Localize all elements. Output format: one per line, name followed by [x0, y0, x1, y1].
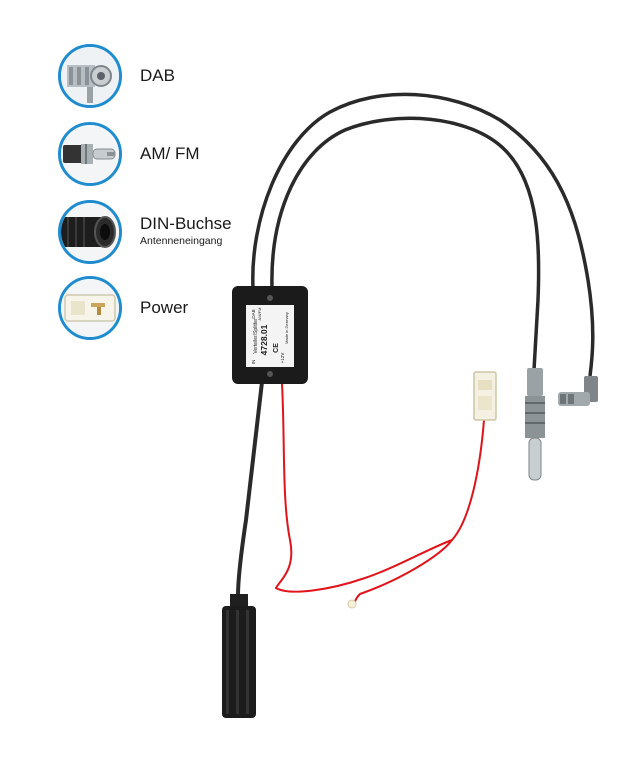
splitter-number: 4728.01 — [259, 324, 269, 355]
legend-label-power: Power — [140, 298, 189, 317]
power-plug-icon — [58, 276, 122, 340]
dab-cable — [251, 92, 595, 377]
splitter-title: Verteiler/Splitter — [253, 318, 259, 354]
din-socket-cable — [236, 381, 264, 597]
splitter-box: Verteiler/Splitter 4728.01 DAB AM/FM IN … — [232, 286, 308, 384]
amfm-din-plug-icon — [58, 122, 122, 186]
splitter-dab: DAB — [251, 309, 256, 318]
splitter-amfm: AM/FM — [257, 308, 262, 321]
power-connector — [473, 371, 497, 421]
amfm-plug — [525, 368, 545, 481]
dab-smb-connector-icon — [58, 44, 122, 108]
cable-tie — [347, 599, 357, 609]
splitter-volt: +12V — [280, 353, 285, 364]
legend-label-amfm: AM/ FM — [140, 144, 200, 163]
legend-label-din: DIN-Buchse — [140, 214, 232, 233]
din-socket — [222, 594, 256, 718]
dab-connector — [558, 376, 598, 406]
splitter-ce-mark: CE — [273, 343, 280, 353]
legend-sublabel-din: Antenneneingang — [140, 235, 223, 247]
splitter-in: IN — [251, 360, 256, 365]
din-socket-icon — [58, 200, 122, 264]
splitter-made-in: Made in Germany — [284, 312, 289, 344]
legend-label-dab: DAB — [140, 66, 175, 85]
amfm-cable — [270, 116, 541, 371]
power-cable — [274, 383, 485, 606]
